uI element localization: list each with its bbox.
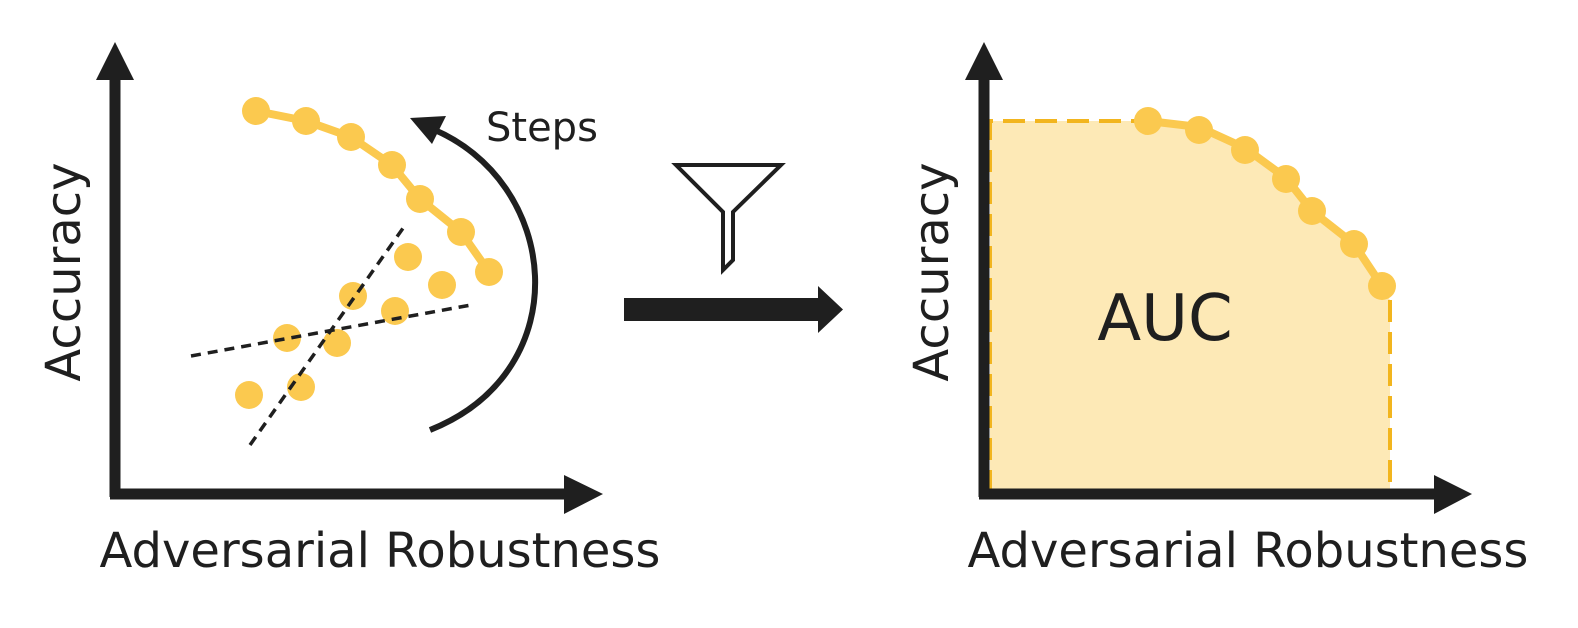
right-curve-point xyxy=(1231,136,1259,164)
right-y-axis-label: Accuracy xyxy=(904,162,960,381)
left-scatter-point xyxy=(394,243,422,271)
right-x-axis-label: Adversarial Robustness xyxy=(968,523,1529,579)
right-x-axis-arrowhead xyxy=(1434,475,1472,514)
curved-arrow-icon xyxy=(428,125,539,433)
left-pareto-curve xyxy=(255,107,493,275)
left-scatter-point xyxy=(428,271,456,299)
right-curve-point xyxy=(1368,272,1396,300)
left-curve-point xyxy=(447,218,475,246)
right-arrow-icon xyxy=(818,286,843,333)
left-curve-point xyxy=(475,258,503,286)
left-dashed-line-steep xyxy=(248,222,408,447)
left-x-axis-label: Adversarial Robustness xyxy=(100,523,661,579)
left-scatter-point xyxy=(381,297,409,325)
right-curve-point xyxy=(1272,165,1300,193)
auc-dashed-boundary xyxy=(988,119,1148,492)
left-curve-point xyxy=(406,185,434,213)
left-scatter-point xyxy=(273,324,301,352)
left-scatter-point xyxy=(287,373,315,401)
left-scatter-point xyxy=(323,329,351,357)
left-dashed-line-shallow xyxy=(190,303,472,358)
auc-area xyxy=(990,121,1390,492)
left-y-axis-arrowhead xyxy=(96,42,134,80)
right-arrow-shaft xyxy=(624,298,824,321)
left-panel: Accuracy Adversarial Robustness Steps xyxy=(36,42,660,579)
steps-label: Steps xyxy=(486,105,598,151)
left-curve-point xyxy=(292,107,320,135)
right-curve-point xyxy=(1185,116,1213,144)
transition xyxy=(624,163,843,333)
funnel-icon xyxy=(671,163,786,275)
right-curve-point xyxy=(1340,230,1368,258)
left-x-axis-arrowhead xyxy=(564,475,603,514)
curved-arrowhead xyxy=(410,116,446,144)
left-y-axis-label: Accuracy xyxy=(36,162,92,381)
left-curve-point xyxy=(337,123,365,151)
right-y-axis-arrowhead xyxy=(965,42,1003,80)
auc-label: AUC xyxy=(1097,282,1232,356)
left-scatter-point xyxy=(235,381,263,409)
left-curve-point xyxy=(242,97,270,125)
right-curve-point xyxy=(1298,197,1326,225)
right-panel: AUC Accuracy Adversarial Robustness xyxy=(904,42,1528,579)
right-curve-point xyxy=(1134,107,1162,135)
left-curve-point xyxy=(378,151,406,179)
